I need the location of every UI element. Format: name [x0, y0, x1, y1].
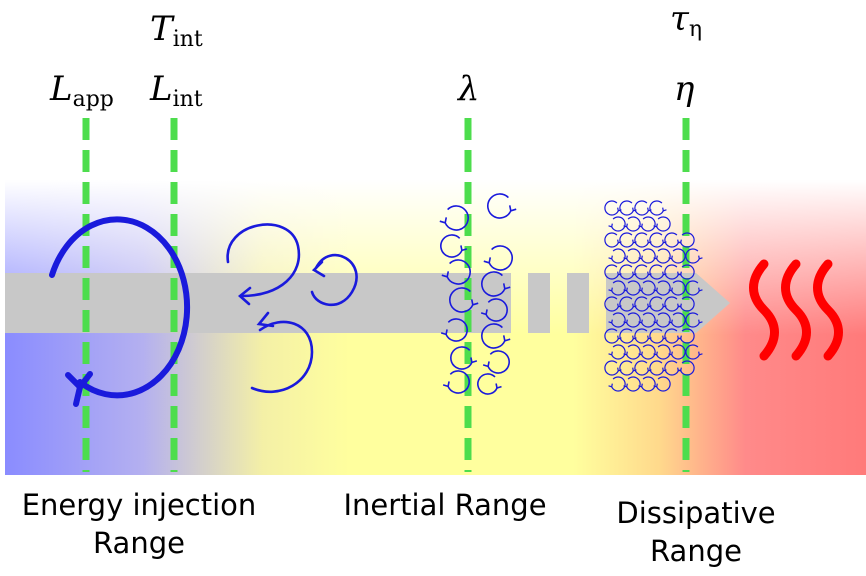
eddy-icon: [608, 344, 626, 360]
eddy-icon: [653, 248, 671, 264]
dissipative-range-label: Dissipative Range: [596, 494, 796, 570]
eddy-icon: [653, 216, 671, 232]
eddy-icon: [677, 328, 695, 344]
eddy-icon: [250, 311, 314, 394]
dissipative-line2: Range: [650, 534, 742, 568]
eddy-icon: [677, 360, 695, 376]
eddy-icon: [623, 376, 641, 392]
eddy-icon: [653, 280, 671, 296]
eddy-icon: [638, 248, 656, 264]
eddy-icon: [608, 312, 626, 328]
eddy-icon: [623, 344, 641, 360]
energy-injection-line1: Energy injection: [21, 488, 257, 522]
scale-lines: [82, 118, 690, 472]
eddy-icon: [653, 376, 671, 392]
inertial-range-label: Inertial Range: [330, 486, 560, 524]
dissipative-line1: Dissipative: [616, 496, 776, 530]
eddy-icon: [608, 376, 626, 392]
label-lambda: λ: [456, 69, 480, 109]
label-tau-eta: τη: [670, 0, 702, 42]
eddy-icon: [439, 205, 469, 231]
eddy-icon: [668, 280, 686, 296]
eddy-icon: [677, 296, 695, 312]
eddy-icon: [608, 216, 626, 232]
label-t-int: Tint: [150, 9, 203, 52]
large-eddy-icon: [49, 216, 191, 407]
eddy-icon: [608, 248, 626, 264]
eddy-icon: [685, 280, 703, 296]
eddy-icon: [653, 312, 671, 328]
label-l-int: Lint: [149, 69, 203, 112]
eddy-icon: [638, 280, 656, 296]
eddy-icon: [685, 344, 703, 360]
eddy-icon: [685, 248, 703, 264]
inertial-line1: Inertial Range: [343, 488, 547, 522]
eddy-icon: [677, 232, 695, 248]
eddy-icon: [638, 312, 656, 328]
eddy-icon: [638, 344, 656, 360]
eddy-icon: [440, 234, 468, 258]
eddy-icon: [442, 370, 470, 394]
eddy-icon: [623, 312, 641, 328]
eddy-icon: [483, 245, 513, 271]
eddy-icon: [649, 200, 667, 216]
label-eta: η: [674, 69, 695, 109]
eddy-icon: [449, 287, 479, 313]
energy-injection-line2: Range: [93, 526, 185, 560]
eddy-icon: [481, 271, 511, 297]
eddy-icon: [685, 312, 703, 328]
heat-wave-icon: [749, 259, 843, 361]
eddy-icon: [487, 193, 517, 219]
eddy-icon: [623, 216, 641, 232]
label-l-app: Lapp: [49, 69, 114, 112]
eddy-icon: [482, 350, 510, 374]
medium-eddies: [226, 223, 358, 394]
eddy-icon: [668, 312, 686, 328]
eddy-icon: [608, 280, 626, 296]
eddy-icon: [638, 216, 656, 232]
eddy-icon: [450, 346, 478, 370]
eddy-icon: [638, 376, 656, 392]
eddy-icon: [653, 344, 671, 360]
eddy-icon: [668, 248, 686, 264]
eddy-icon: [623, 248, 641, 264]
eddy-icon: [677, 264, 695, 280]
eddy-icon: [440, 318, 468, 342]
eddy-icon: [441, 259, 471, 285]
small-eddies: [439, 193, 517, 395]
energy-injection-range-label: Energy injection Range: [8, 486, 270, 562]
eddy-icon: [226, 223, 301, 306]
eddy-icon: [668, 344, 686, 360]
eddy-icon: [477, 373, 502, 395]
tiny-eddies: [604, 200, 703, 392]
eddy-icon: [310, 253, 358, 307]
eddy-icon: [623, 280, 641, 296]
eddy-icon: [481, 323, 511, 349]
eddy-icon: [480, 298, 508, 322]
